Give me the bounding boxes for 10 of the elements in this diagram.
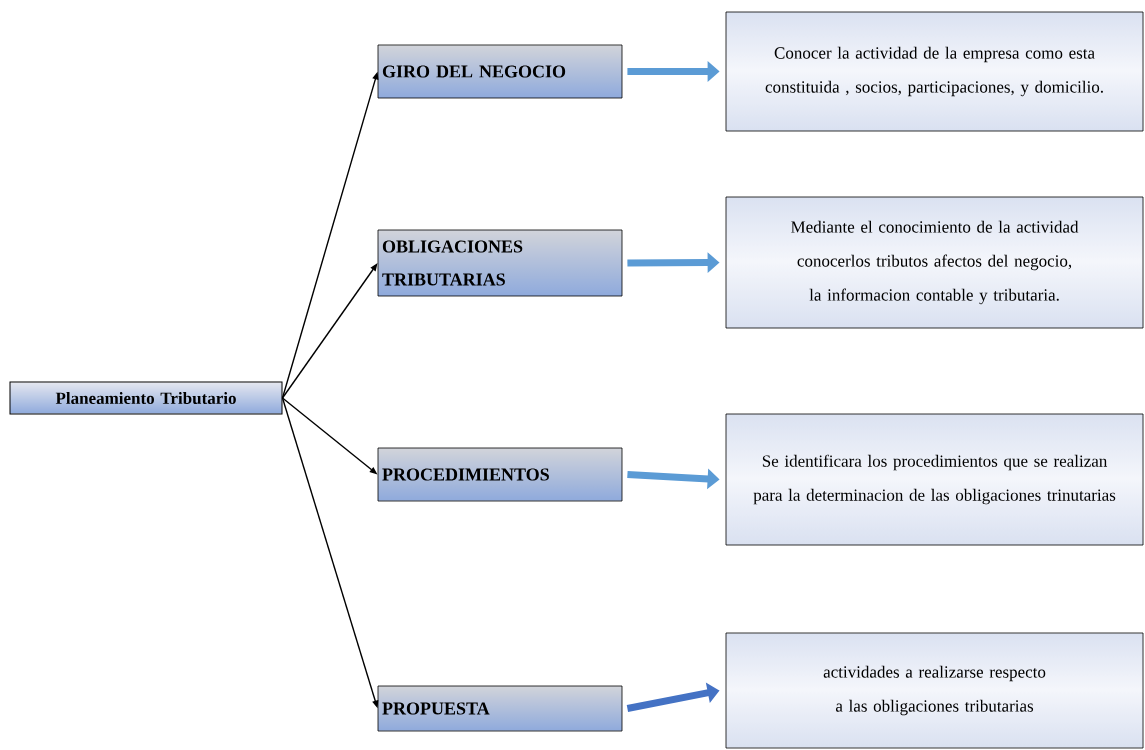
description-box: Conocer la actividad de la empresa como esta constituida , socios, participaciones, y domicilio. bbox=[725, 11, 1144, 132]
description-box: Mediante el conocimiento de la actividad conocerlos tributos afectos del negocio, la informacion contable y tributaria. bbox=[725, 196, 1144, 329]
category-box: PROCEDIMIENTOS bbox=[377, 447, 623, 502]
category-box: PROPUESTA bbox=[377, 685, 623, 732]
category-box: GIRO DEL NEGOCIO bbox=[377, 44, 623, 99]
category-box: OBLIGACIONES TRIBUTARIAS bbox=[377, 229, 623, 297]
description-box: Se identificara los procedimientos que se realizan para la determinacion de las obligaciones trinutarias bbox=[725, 413, 1144, 546]
arrow bbox=[281, 263, 378, 399]
root-box: Planeamiento Tributario bbox=[9, 381, 283, 415]
description-box: actividades a realizarse respecto a las obligaciones tributarias bbox=[725, 632, 1144, 749]
